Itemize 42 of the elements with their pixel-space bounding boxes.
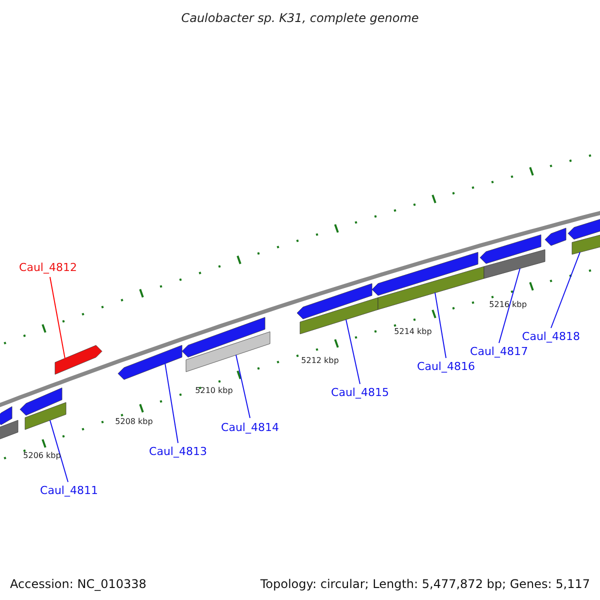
leader-line [434, 292, 446, 358]
gene-bar [118, 345, 182, 380]
gene-bar [0, 420, 18, 442]
gene-label: Caul_4817 [470, 346, 528, 357]
scale-label: 5210 kbp [195, 387, 233, 395]
gene-bar [484, 249, 546, 279]
gene-bar [572, 234, 600, 255]
leader-line [236, 354, 250, 418]
gene-label: Caul_4818 [522, 331, 580, 342]
leader-line [550, 252, 580, 328]
gene-bar [182, 317, 266, 358]
gene-bar [20, 388, 62, 416]
scale-label: 5216 kbp [489, 301, 527, 309]
footer-text: Topology: circular; Length: 5,477,872 bp; Genes: 5,117 [260, 578, 590, 590]
leader-line [346, 319, 360, 384]
gene-label: Caul_4812 [19, 262, 77, 273]
gene-bar [0, 406, 12, 426]
leader-line [498, 268, 520, 344]
scale-label: 5206 kbp [23, 452, 61, 460]
leader-line [50, 420, 68, 482]
scale-label: 5212 kbp [301, 357, 339, 365]
gene-label: Caul_4814 [221, 422, 279, 433]
leader-line [50, 276, 66, 360]
gene-bar [296, 283, 372, 320]
gene-label: Caul_4813 [149, 446, 207, 457]
leader-line [164, 362, 178, 444]
diagram-title: Caulobacter sp. K31, complete genome [181, 12, 419, 24]
gene-bar [544, 228, 566, 246]
scale-label: 5208 kbp [115, 418, 153, 426]
gene-bar [300, 297, 378, 334]
gene-bar [568, 218, 600, 240]
gene-bar [378, 266, 484, 310]
gene-bar [372, 252, 478, 296]
gene-label: Caul_4815 [331, 387, 389, 398]
footer-text: Accession: NC_010338 [10, 578, 146, 590]
gene-bar [480, 234, 542, 264]
gene-bar [186, 332, 270, 372]
gene-label: Caul_4811 [40, 485, 98, 496]
gene-label: Caul_4816 [417, 361, 475, 372]
gene-bar [24, 402, 66, 430]
gene-bar [54, 345, 102, 375]
scale-label: 5214 kbp [394, 328, 432, 336]
